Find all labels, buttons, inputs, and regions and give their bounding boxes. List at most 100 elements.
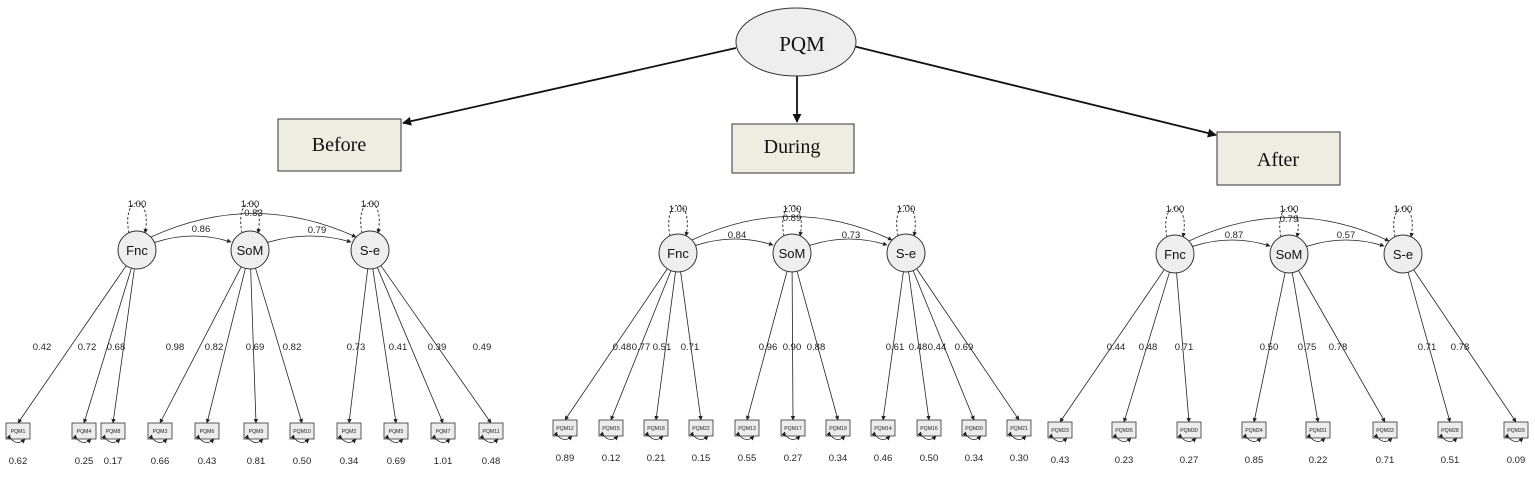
error-variance-label: 0.85 xyxy=(1245,455,1264,466)
loading-path xyxy=(745,271,788,421)
loading-label: 0.42 xyxy=(33,342,52,353)
error-variance-arrow xyxy=(290,434,310,444)
loading-label: 0.68 xyxy=(107,342,126,353)
correlation-label: 0.84 xyxy=(728,230,747,241)
factor-node-fnc xyxy=(1155,234,1195,274)
error-variance-label: 0.46 xyxy=(874,453,893,464)
loading-label: 0.39 xyxy=(428,342,447,353)
error-variance-label: 0.55 xyxy=(738,453,757,464)
phase-label-before: Before xyxy=(312,134,367,156)
factor-variance-loop xyxy=(240,202,261,238)
error-variance-arrow xyxy=(1242,433,1262,443)
error-variance-label: 0.51 xyxy=(1441,455,1460,466)
factor-label: SoM xyxy=(1276,247,1303,262)
loading-path xyxy=(790,271,796,421)
error-variance-arrow xyxy=(1048,433,1068,443)
indicator-label: PQM23 xyxy=(1051,428,1069,434)
indicator-label: PQM11 xyxy=(482,429,499,435)
error-variance-arrow xyxy=(917,431,937,441)
indicator-label: PQM9 xyxy=(249,429,264,435)
loading-path xyxy=(159,266,242,424)
indicator-label: PQM5 xyxy=(389,429,404,435)
error-variance-label: 0.15 xyxy=(692,453,711,464)
phase-box-during: During xyxy=(731,123,855,174)
error-variance-label: 0.48 xyxy=(482,456,501,467)
error-variance-label: 0.27 xyxy=(1180,455,1199,466)
error-variance-label: 0.12 xyxy=(602,453,621,464)
factor-node-s-e xyxy=(886,233,926,273)
loading-label: 0.77 xyxy=(632,342,651,353)
loading-label: 0.72 xyxy=(78,342,97,353)
error-variance-label: 0.50 xyxy=(920,453,939,464)
loading-label: 0.69 xyxy=(246,342,265,353)
loading-path xyxy=(680,271,703,421)
indicator-label: PQM26 xyxy=(1115,428,1133,434)
loading-label: 0.51 xyxy=(653,342,672,353)
error-variance-arrow xyxy=(1306,433,1326,443)
factor-node-som xyxy=(230,230,270,270)
loading-path xyxy=(610,270,672,421)
loading-label: 0.48 xyxy=(613,342,632,353)
error-variance-arrow xyxy=(1504,433,1524,443)
indicator-label: PQM6 xyxy=(200,429,215,435)
error-variance-label: 0.17 xyxy=(104,456,123,467)
loading-label: 0.71 xyxy=(1175,342,1194,353)
loading-label: 0.41 xyxy=(389,342,408,353)
indicator-label: PQM2 xyxy=(342,429,357,435)
error-variance-label: 0.71 xyxy=(1376,455,1395,466)
indicator-label: PQM3 xyxy=(153,429,168,435)
error-variance-label: 0.30 xyxy=(1010,453,1029,464)
loading-label: 0.71 xyxy=(1418,342,1437,353)
loading-label: 0.82 xyxy=(283,342,302,353)
correlation-arc xyxy=(151,235,232,246)
loading-label: 0.69 xyxy=(955,342,974,353)
correlation-label: 0.86 xyxy=(192,224,211,235)
loading-path xyxy=(377,267,444,424)
error-variance-arrow xyxy=(962,431,982,441)
factor-variance-label: 1.00 xyxy=(1394,204,1413,215)
loading-path xyxy=(1059,269,1165,423)
indicator-label: PQM14 xyxy=(874,426,892,432)
error-variance-arrow xyxy=(1373,433,1393,443)
factor-variance-loop xyxy=(1279,207,1301,242)
factor-variance-loop xyxy=(896,205,917,241)
factor-variance-loop xyxy=(127,202,148,238)
error-variance-label: 0.21 xyxy=(647,453,666,464)
error-variance-label: 0.22 xyxy=(1309,455,1328,466)
root-node-pqm xyxy=(735,7,857,77)
error-variance-label: 0.69 xyxy=(387,456,406,467)
error-variance-arrow xyxy=(871,431,891,441)
factor-node-s-e xyxy=(350,230,390,270)
factor-variance-label: 1.00 xyxy=(783,204,802,215)
correlation-label: 0.87 xyxy=(1225,230,1244,241)
error-variance-label: 1.01 xyxy=(434,456,453,467)
factor-variance-label: 1.00 xyxy=(241,199,260,210)
error-variance-arrow xyxy=(101,434,121,444)
factor-node-fnc xyxy=(658,233,698,273)
factor-variance-label: 1.00 xyxy=(1166,204,1185,215)
loading-path xyxy=(372,268,398,424)
indicator-label: PQM33 xyxy=(1376,428,1394,434)
phase-box-after: After xyxy=(1216,131,1341,186)
factor-variance-loop xyxy=(1165,207,1187,242)
loading-label: 0.90 xyxy=(783,342,802,353)
loading-path xyxy=(1123,272,1170,423)
factor-variance-label: 1.00 xyxy=(1280,204,1299,215)
correlation-label-outer: 0.89 xyxy=(783,213,802,224)
loading-label: 0.73 xyxy=(347,342,366,353)
loading-label: 0.78 xyxy=(1329,342,1348,353)
loading-label: 0.75 xyxy=(1298,342,1317,353)
error-variance-arrow xyxy=(195,434,215,444)
error-variance-label: 0.43 xyxy=(1051,455,1070,466)
correlation-label: 0.73 xyxy=(842,230,861,241)
correlation-label: 0.79 xyxy=(308,225,327,236)
error-variance-arrow xyxy=(148,434,168,444)
error-variance-label: 0.62 xyxy=(9,456,28,467)
indicator-label: PQM16 xyxy=(920,426,938,432)
loading-path xyxy=(1252,272,1286,423)
phase-label-after: After xyxy=(1257,149,1300,171)
loading-label: 0.50 xyxy=(1260,342,1279,353)
factor-node-fnc xyxy=(117,230,157,270)
